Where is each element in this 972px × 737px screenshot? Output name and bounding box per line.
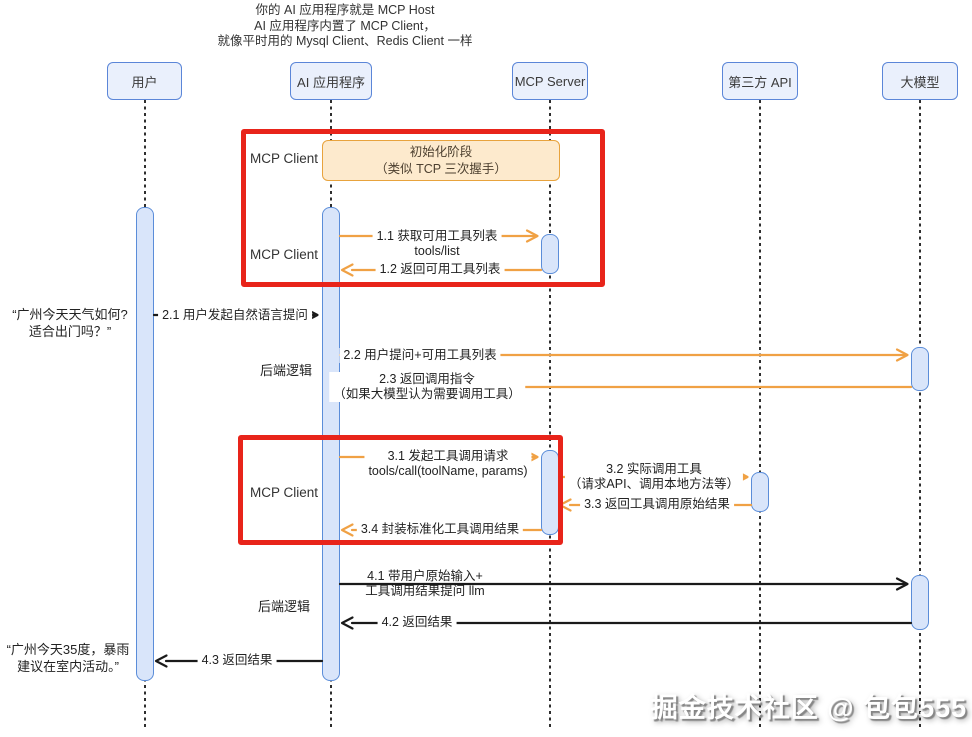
note-user-answer-line-2: 建议在室内活动。”: [17, 659, 119, 674]
message-label-4-1-line-1: 4.1 带用户原始输入+: [367, 569, 483, 583]
message-label-2-2-line-1: 2.2 用户提问+可用工具列表: [343, 348, 497, 362]
message-label-4-1: 4.1 带用户原始输入+ 工具调用结果提问 llm: [361, 569, 488, 599]
activation-bar-third-party-api: [751, 472, 769, 512]
note-user-question: “广州今天天气如何? 适合出门吗？”: [12, 306, 128, 340]
message-label-4-3: 4.3 返回结果: [197, 653, 277, 668]
message-label-3-3: 3.3 返回工具调用原始结果: [580, 497, 734, 512]
message-label-3-4: 3.4 封装标准化工具调用结果: [356, 522, 524, 537]
note-user-question-line-2: 适合出门吗？”: [28, 324, 112, 339]
actor-third-party-api-label: 第三方 API: [728, 74, 792, 90]
message-label-2-1: 2.1 用户发起自然语言提问: [158, 308, 312, 323]
activation-bar-llm-2: [911, 575, 929, 630]
message-label-1-2: 1.2 返回可用工具列表: [375, 262, 505, 277]
header-note-line-3: 就像平时用的 Mysql Client、Redis Client 一样: [217, 34, 473, 48]
message-label-4-2-line-1: 4.2 返回结果: [381, 615, 453, 629]
message-label-3-4-line-1: 3.4 封装标准化工具调用结果: [360, 522, 520, 536]
mcp-client-label-1: MCP Client: [250, 151, 319, 166]
activation-bar-user: [136, 207, 154, 681]
actor-mcp-server: MCP Server: [512, 62, 588, 100]
actor-llm: 大模型: [882, 62, 958, 100]
note-user-question-line-1: “广州今天天气如何?: [12, 307, 128, 322]
mcp-client-label-3: MCP Client: [250, 485, 319, 500]
init-phase-box: 初始化阶段 （类似 TCP 三次握手）: [322, 140, 560, 181]
message-label-1-1-line-2: tools/list: [414, 244, 460, 258]
header-note-line-2: AI 应用程序内置了 MCP Client，: [254, 18, 436, 33]
activation-bar-ai-app: [322, 207, 340, 681]
header-note-line-1: 你的 AI 应用程序就是 MCP Host: [255, 3, 435, 17]
backend-logic-label-2: 后端逻辑: [257, 599, 311, 614]
message-label-3-1: 3.1 发起工具调用请求 tools/call(toolName, params…: [364, 449, 532, 479]
message-label-4-2: 4.2 返回结果: [377, 615, 457, 630]
activation-bar-mcp-server-1: [541, 234, 559, 274]
actor-ai-app-label: AI 应用程序: [297, 74, 365, 90]
actor-llm-label: 大模型: [900, 74, 940, 90]
message-label-2-2: 2.2 用户提问+可用工具列表: [339, 348, 501, 363]
message-label-2-3-line-1: 2.3 返回调用指令: [379, 372, 475, 386]
header-note: 你的 AI 应用程序就是 MCP Host AI 应用程序内置了 MCP Cli…: [218, 3, 473, 50]
message-label-3-1-line-2: tools/call(toolName, params): [368, 464, 528, 478]
init-phase-line-1: 初始化阶段: [409, 144, 473, 159]
backend-logic-label-1: 后端逻辑: [259, 363, 313, 378]
actor-ai-app: AI 应用程序: [290, 62, 372, 100]
mcp-client-label-2: MCP Client: [250, 247, 319, 262]
actor-user-label: 用户: [131, 74, 158, 90]
message-label-3-3-line-1: 3.3 返回工具调用原始结果: [584, 497, 730, 511]
message-label-3-2-line-2: （请求API、调用本地方法等）: [568, 477, 740, 491]
message-label-3-2: 3.2 实际调用工具 （请求API、调用本地方法等）: [564, 462, 744, 492]
note-user-answer: “广州今天35度，暴雨 建议在室内活动。”: [7, 641, 130, 675]
message-label-1-1: 1.1 获取可用工具列表 tools/list: [372, 229, 502, 259]
message-label-1-2-line-1: 1.2 返回可用工具列表: [379, 262, 501, 276]
message-label-1-1-line-1: 1.1 获取可用工具列表: [376, 229, 498, 243]
activation-bar-llm-1: [911, 347, 929, 391]
note-user-answer-line-1: “广州今天35度，暴雨: [6, 642, 130, 657]
actor-user: 用户: [107, 62, 182, 100]
message-label-2-1-line-1: 2.1 用户发起自然语言提问: [162, 308, 308, 322]
actor-mcp-server-label: MCP Server: [514, 73, 586, 89]
message-label-4-3-line-1: 4.3 返回结果: [201, 653, 273, 667]
activation-bar-mcp-server-2: [541, 450, 559, 535]
actor-third-party-api: 第三方 API: [722, 62, 798, 100]
watermark: 掘金技术社区 @ 包包555: [650, 693, 968, 723]
message-label-3-2-line-1: 3.2 实际调用工具: [606, 462, 702, 476]
message-label-2-3: 2.3 返回调用指令 （如果大模型认为需要调用工具）: [329, 372, 525, 402]
message-label-3-1-line-1: 3.1 发起工具调用请求: [387, 449, 509, 463]
message-label-4-1-line-2: 工具调用结果提问 llm: [365, 584, 485, 598]
init-phase-line-2: （类似 TCP 三次握手）: [375, 161, 507, 176]
message-label-2-3-line-2: （如果大模型认为需要调用工具）: [333, 387, 521, 401]
